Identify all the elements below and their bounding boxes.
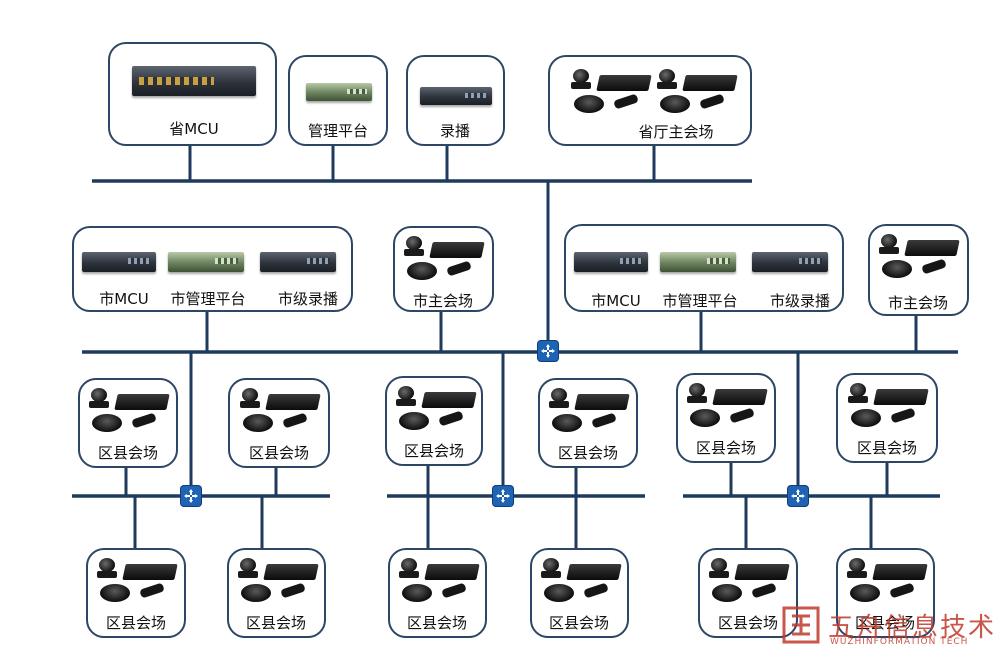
city-mcu-label: 市MCU	[591, 292, 641, 310]
video-conference-kit-icon	[235, 388, 323, 440]
county-venue-node: 区县会场	[227, 548, 326, 638]
city-main-venue-node: 市主会场	[868, 224, 969, 316]
city-management-platform-label: 市管理平台	[662, 292, 738, 310]
video-conference-kit-icon	[566, 69, 654, 121]
city-recording-label: 市级录播	[277, 290, 339, 308]
province-main-venue-node: 省厅主会场	[548, 55, 752, 146]
recording-server-icon	[420, 87, 492, 105]
video-conference-kit-icon	[843, 383, 931, 435]
city-management-platform-label: 市管理平台	[170, 290, 246, 308]
province-recording-node: 录播	[406, 55, 505, 146]
video-conference-kit-icon	[544, 388, 632, 440]
county-venue-node: 区县会场	[676, 373, 776, 463]
video-conference-kit-icon	[652, 69, 740, 121]
province-main-venue-label: 省厅主会场	[638, 123, 714, 141]
city-main-venue-label: 市主会场	[412, 292, 474, 310]
city-recording-label: 市级录播	[769, 292, 831, 310]
county-venue-label: 区县会场	[557, 444, 619, 462]
county-venue-node: 区县会场	[86, 548, 186, 638]
county-venue-node: 区县会场	[698, 548, 798, 638]
province-management-platform-node: 管理平台	[288, 55, 388, 146]
province-recording-label: 录播	[439, 122, 471, 140]
video-conference-kit-icon	[92, 558, 180, 610]
video-conference-kit-icon	[233, 558, 321, 610]
city-mcu-label: 市MCU	[99, 290, 149, 308]
county-venue-label: 区县会场	[548, 614, 610, 632]
mcu-server-icon	[132, 66, 256, 96]
county-venue-label: 区县会场	[854, 614, 916, 632]
video-conference-kit-icon	[391, 386, 479, 438]
county-venue-node: 区县会场	[836, 373, 938, 463]
county-venue-label: 区县会场	[105, 614, 167, 632]
county-venue-label: 区县会场	[406, 614, 468, 632]
recording-server-icon	[752, 252, 828, 272]
watermark-text: 五舟信息技术	[828, 613, 997, 643]
video-conference-kit-icon	[536, 558, 624, 610]
county-venue-node: 区县会场	[530, 548, 629, 638]
county-venue-label: 区县会场	[97, 444, 159, 462]
county-venue-label: 区县会场	[245, 614, 307, 632]
county-venue-label: 区县会场	[695, 439, 757, 457]
county-venue-node: 区县会场	[388, 548, 487, 638]
district-switch-icon	[493, 486, 513, 506]
county-venue-node: 区县会场	[836, 548, 935, 638]
county-venue-label: 区县会场	[248, 444, 310, 462]
recording-server-icon	[260, 252, 336, 272]
video-conference-kit-icon	[394, 558, 482, 610]
video-conference-kit-icon	[874, 234, 962, 286]
video-conference-kit-icon	[842, 558, 930, 610]
watermark-logo-icon	[782, 606, 820, 644]
district-switch-icon	[788, 486, 808, 506]
management-server-icon	[168, 252, 244, 272]
province-mcu-label: 省MCU	[169, 120, 219, 138]
city-main-venue-node: 市主会场	[393, 226, 494, 312]
video-conference-kit-icon	[682, 383, 770, 435]
core-switch-icon	[538, 341, 558, 361]
mcu-server-icon	[574, 252, 648, 272]
county-venue-node: 区县会场	[78, 378, 178, 468]
county-venue-node: 区县会场	[228, 378, 330, 468]
city-platform-node: 市MCU 市管理平台 市级录播	[564, 224, 844, 312]
district-switch-icon	[181, 486, 201, 506]
county-venue-node: 区县会场	[538, 378, 638, 468]
video-conference-kit-icon	[399, 236, 487, 288]
city-main-venue-label: 市主会场	[887, 294, 949, 312]
management-server-icon	[660, 252, 736, 272]
county-venue-node: 区县会场	[385, 376, 483, 466]
province-mcu-node: 省MCU	[108, 42, 277, 146]
city-platform-node: 市MCU 市管理平台 市级录播	[72, 226, 353, 312]
province-management-platform-label: 管理平台	[307, 122, 369, 140]
county-venue-label: 区县会场	[856, 439, 918, 457]
county-venue-label: 区县会场	[403, 442, 465, 460]
county-venue-label: 区县会场	[717, 614, 779, 632]
video-conference-kit-icon	[84, 388, 172, 440]
watermark-subtext: WUZHINFORMATION TECH	[830, 637, 969, 647]
management-server-icon	[306, 83, 372, 101]
mcu-server-icon	[82, 252, 156, 272]
video-conference-kit-icon	[704, 558, 792, 610]
